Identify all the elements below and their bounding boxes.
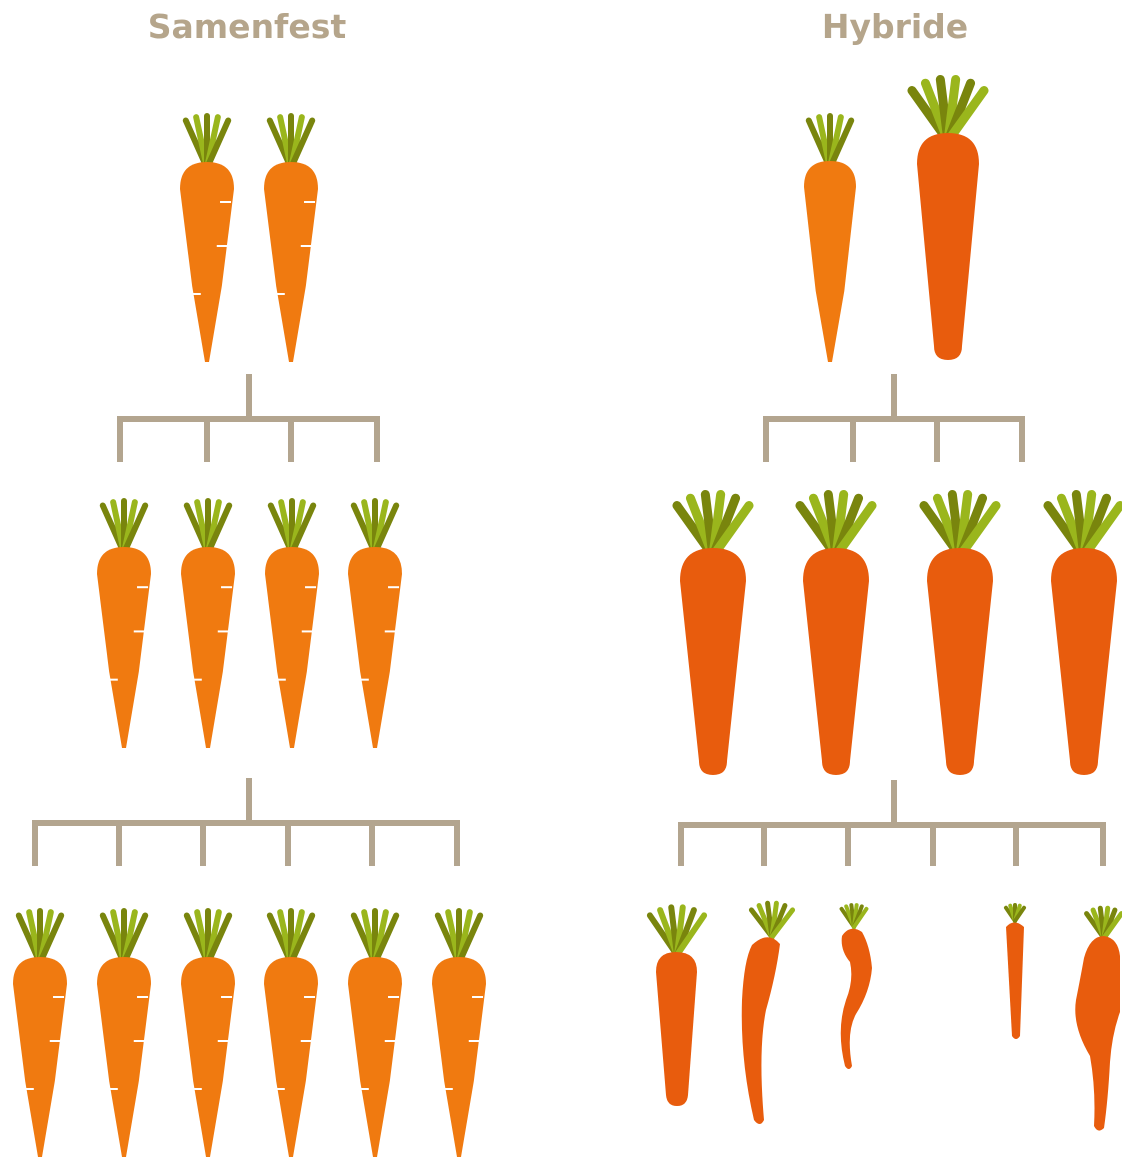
carrot-open-pollinated-g3-2 <box>97 911 151 1157</box>
carrot-hybrid-g2-3 <box>924 494 996 775</box>
carrot-hybrid-parent-2 <box>912 79 984 360</box>
carrot-hybrid-parent-1 <box>804 116 856 362</box>
connector-hybrid-g2 <box>678 780 1106 866</box>
carrot-open-pollinated-g2-4 <box>348 501 402 748</box>
carrot-hybrid-g3-2 <box>742 903 793 1124</box>
carrot-open-pollinated-g3-6 <box>432 911 486 1157</box>
carrot-open-pollinated-g3-3 <box>181 911 235 1157</box>
carrot-hybrid-g3-1 <box>650 907 704 1106</box>
carrot-hybrid-g2-1 <box>677 494 749 775</box>
carrot-open-pollinated-g2-1 <box>97 501 151 748</box>
carrot-open-pollinated-g1-2 <box>264 116 318 362</box>
carrot-hybrid-g2-4 <box>1048 494 1120 775</box>
carrot-open-pollinated-g3-4 <box>264 911 318 1157</box>
connector-hybrid-g1 <box>763 374 1025 462</box>
carrot-hybrid-g3-3 <box>841 905 872 1069</box>
carrot-open-pollinated-g3-1 <box>13 911 67 1157</box>
carrot-open-pollinated-g1-1 <box>180 116 234 362</box>
carrot-open-pollinated-g2-3 <box>265 501 319 748</box>
connector-open-pollinated-g1 <box>117 374 380 462</box>
carrot-hybrid-g3-5 <box>1075 908 1121 1130</box>
carrot-hybrid-g3-4 <box>1006 905 1024 1039</box>
carrot-open-pollinated-g3-5 <box>348 911 402 1157</box>
connector-open-pollinated-g2 <box>32 778 460 866</box>
carrot-open-pollinated-g2-2 <box>181 501 235 748</box>
carrot-hybrid-g2-2 <box>800 494 872 775</box>
